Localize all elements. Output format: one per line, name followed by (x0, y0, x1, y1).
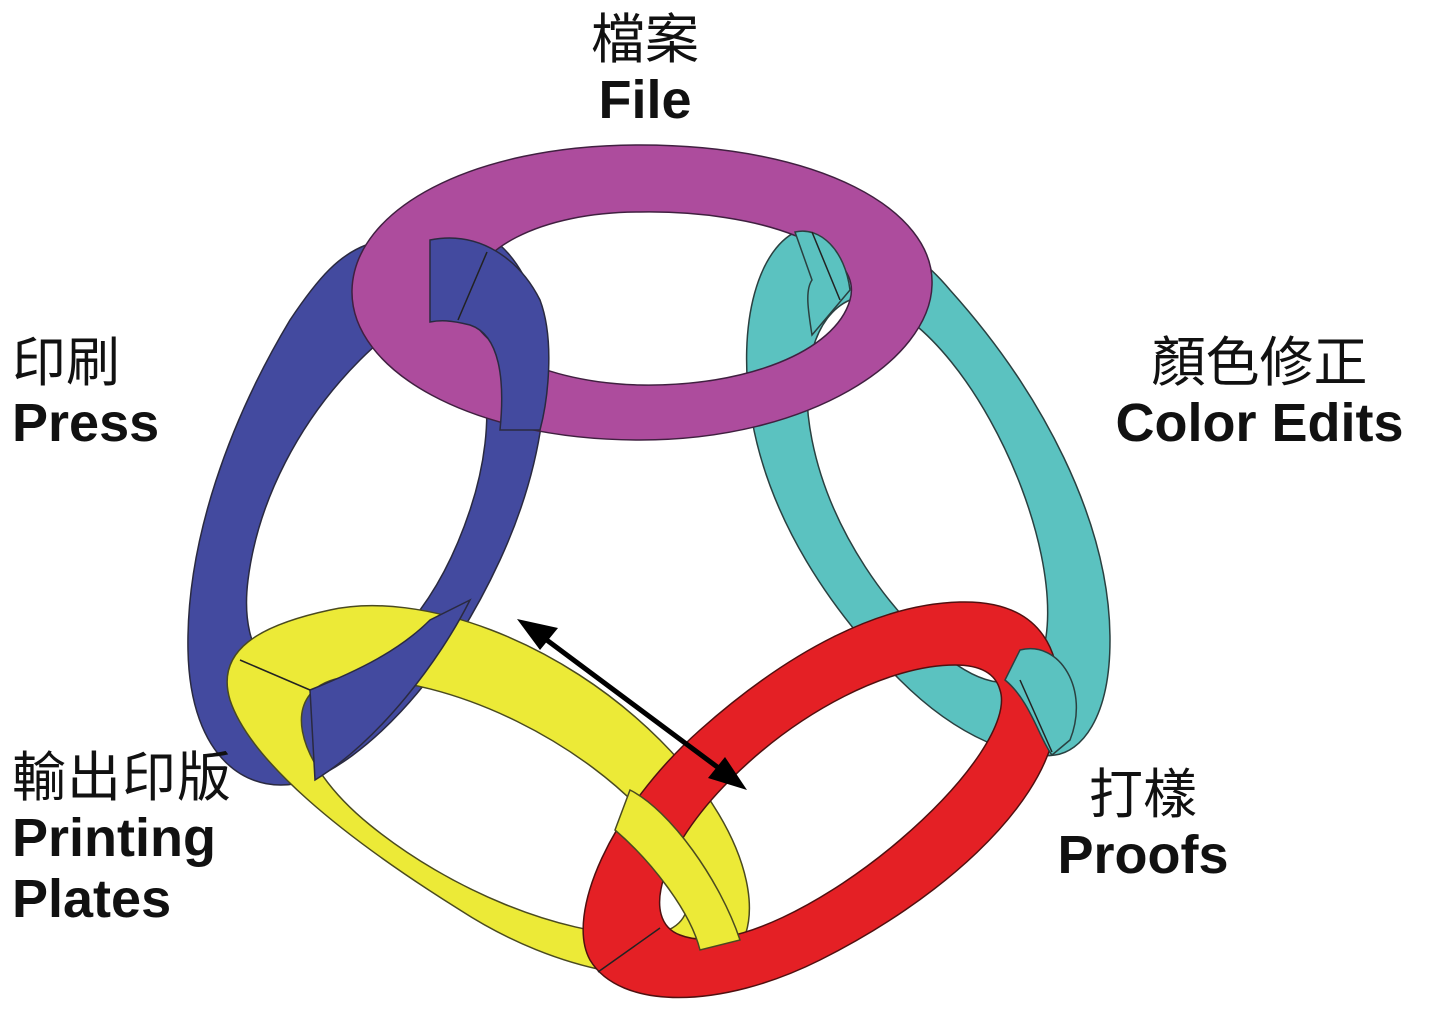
ring-seams (239, 231, 1053, 973)
press-ring-front (309, 598, 472, 782)
proofs-ring (582, 601, 1060, 999)
plates-label-en-line1: Printing (12, 808, 216, 869)
arrowhead-down-icon (708, 757, 747, 790)
press-label-en: Press (12, 393, 160, 454)
arrowhead-up-icon (517, 619, 558, 650)
proofs-label-en: Proofs (1057, 825, 1229, 886)
node-label-color-edits: 顏色修正 Color Edits (1092, 331, 1427, 454)
node-label-proofs: 打樣 Proofs (1043, 763, 1243, 886)
node-label-printing-plates: 輸出印版 Printing Plates (12, 746, 232, 929)
press-label-zh: 印刷 (12, 331, 120, 394)
plates-ring-front (614, 788, 741, 951)
node-label-press: 印刷 Press (12, 331, 160, 454)
proofs-label-zh: 打樣 (1089, 763, 1197, 826)
press-ring-overlap (429, 237, 550, 431)
color-ring-front (1004, 647, 1078, 757)
file-label-zh: 檔案 (591, 8, 699, 71)
bidirectional-arrow (517, 619, 747, 790)
plates-label-en-line2: Plates (12, 868, 172, 929)
file-label-en: File (598, 70, 692, 131)
color-ring-overlap (794, 230, 851, 337)
node-label-file: 檔案 File (520, 8, 770, 131)
color-label-zh: 顏色修正 (1151, 331, 1368, 394)
plates-label-zh: 輸出印版 (12, 746, 232, 809)
color-label-en: Color Edits (1115, 393, 1404, 454)
